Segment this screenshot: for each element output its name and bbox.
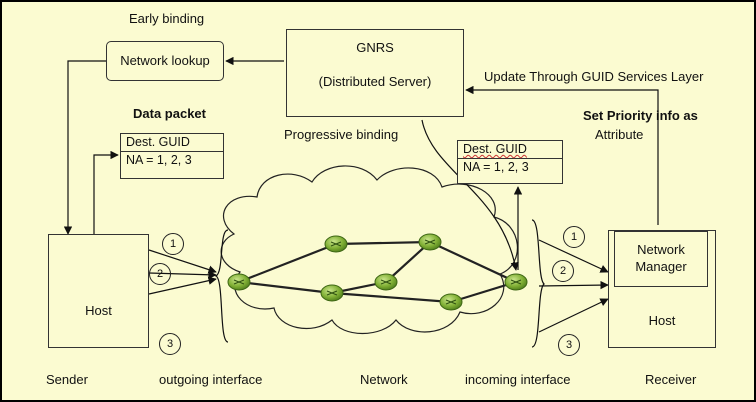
incoming-arrow-3 <box>538 298 609 333</box>
incoming-arrow-1 <box>538 239 609 273</box>
interface-number: 1 <box>162 233 184 255</box>
receiver-host-label: Host <box>648 313 676 328</box>
incoming-guid-box: Dest. GUID NA = 1, 2, 3 <box>457 140 563 184</box>
receiver-host-box: Network Manager Host <box>608 230 716 348</box>
network-lookup-box: Network lookup <box>106 41 224 81</box>
outgoing-brace <box>214 229 229 343</box>
early-binding-label: Early binding <box>129 11 205 26</box>
incoming-brace <box>531 219 545 348</box>
network-lookup-label: Network lookup <box>120 53 210 68</box>
sender-label: Sender <box>46 372 88 387</box>
dest-guid-label: Dest. GUID <box>126 135 190 149</box>
arrow-lookup-to-sender <box>63 60 106 235</box>
outgoing-arrow-1 <box>148 249 217 274</box>
progressive-binding-curve <box>421 119 519 271</box>
dest-guid-row: Dest. GUID <box>121 134 223 152</box>
incoming-interface-label: incoming interface <box>465 372 571 387</box>
update-through-label: Update Through GUID Services Layer <box>484 69 704 84</box>
dest-guid-row: Dest. GUID <box>458 141 562 159</box>
dest-guid-label: Dest. GUID <box>463 142 527 156</box>
sender-host-label: Host <box>85 303 112 318</box>
set-priority-label-1: Set Priority info as <box>583 108 698 123</box>
interface-number: 3 <box>159 333 181 355</box>
router-node <box>504 273 528 291</box>
progressive-binding-label: Progressive binding <box>284 127 399 142</box>
incoming-arrow-2 <box>538 280 609 290</box>
network-manager-box: Network Manager <box>614 231 708 287</box>
na-values-label: NA = 1, 2, 3 <box>463 160 529 174</box>
outgoing-arrow-3 <box>148 276 217 295</box>
receiver-label: Receiver <box>645 372 697 387</box>
na-row: NA = 1, 2, 3 <box>458 159 562 176</box>
network-manager-label-2: Manager <box>635 259 687 274</box>
data-packet-box: Dest. GUID NA = 1, 2, 3 <box>120 133 224 179</box>
router-nodes <box>227 233 528 311</box>
router-node <box>227 273 251 291</box>
router-node <box>374 273 398 291</box>
interface-number: 2 <box>149 263 171 285</box>
interface-number: 3 <box>558 334 580 356</box>
interface-number: 2 <box>552 260 574 282</box>
arrow-receiver-to-gnrs <box>465 85 659 225</box>
router-node <box>418 233 442 251</box>
gnrs-subtitle: (Distributed Server) <box>318 74 432 89</box>
router-node <box>439 293 463 311</box>
network-links <box>238 240 517 304</box>
gnrs-box: GNRS (Distributed Server) <box>286 29 464 117</box>
arrow-sender-to-packet <box>93 150 119 234</box>
sender-host-box: Host <box>48 234 149 348</box>
gnrs-title: GNRS <box>356 40 394 55</box>
router-node <box>324 235 348 253</box>
interface-number: 1 <box>563 226 585 248</box>
na-values-label: NA = 1, 2, 3 <box>126 153 192 167</box>
router-node <box>320 284 344 302</box>
data-packet-label: Data packet <box>133 106 206 121</box>
set-priority-label-2: Attribute <box>595 127 644 142</box>
na-row: NA = 1, 2, 3 <box>121 152 223 169</box>
network-label: Network <box>360 372 408 387</box>
outgoing-interface-label: outgoing interface <box>159 372 263 387</box>
network-manager-label-1: Network <box>637 242 685 257</box>
